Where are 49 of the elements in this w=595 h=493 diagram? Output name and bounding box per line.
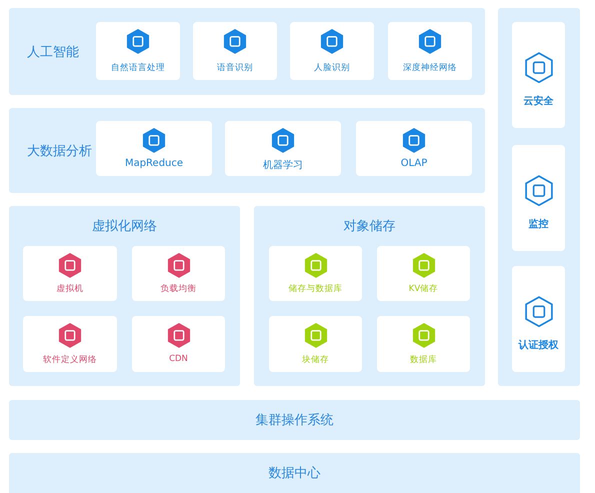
card-label: 机器学习 (262, 158, 304, 172)
card-label: 数据库 (409, 354, 438, 366)
layer-panel (254, 206, 485, 386)
panel-heading: 数据中心 (268, 465, 322, 482)
panel-heading: 人工智能 (27, 44, 79, 60)
card-label: 负载均衡 (160, 283, 198, 295)
service-card (512, 266, 565, 372)
service-card (132, 316, 225, 372)
card-label: 语音识别 (216, 62, 254, 74)
card-label: 监控 (528, 218, 550, 231)
card-label: 储存与数据库 (288, 283, 344, 295)
service-card (290, 22, 374, 80)
card-label: 云安全 (522, 94, 554, 108)
layer-panel (9, 206, 240, 386)
panel-heading: 集群操作系统 (254, 412, 334, 429)
service-card (96, 121, 212, 176)
service-card (269, 316, 362, 372)
layer-panel (9, 453, 580, 493)
card-label: 人脸识别 (313, 62, 351, 74)
service-card (23, 246, 117, 301)
service-card (269, 246, 362, 301)
card-label: KV储存 (408, 283, 440, 295)
card-label: 块储存 (301, 354, 330, 366)
card-label: 虚拟机 (56, 283, 84, 295)
column-panel (498, 8, 580, 386)
card-label: 认证授权 (517, 338, 560, 352)
panel-heading: 虚拟化网络 (91, 218, 158, 235)
service-card (193, 22, 277, 80)
card-label: OLAP (400, 158, 428, 169)
service-card (377, 316, 470, 372)
panel-heading: 大数据分析 (27, 142, 92, 160)
service-card (388, 22, 472, 80)
layer-panel (9, 108, 485, 193)
service-card (377, 246, 470, 301)
card-label: CDN (168, 354, 189, 364)
service-card (512, 145, 565, 251)
service-card (23, 316, 117, 372)
card-label: 软件定义网络 (42, 354, 98, 366)
service-card (512, 22, 565, 128)
service-card (356, 121, 472, 176)
layer-panel (9, 400, 580, 440)
card-label: MapReduce (124, 158, 184, 169)
service-card (132, 246, 225, 301)
card-label: 深度神经网络 (402, 62, 458, 74)
panel-heading: 对象储存 (342, 218, 396, 235)
service-card (96, 22, 180, 80)
service-card (225, 121, 341, 176)
card-label: 自然语言处理 (110, 62, 166, 74)
layer-panel (9, 8, 485, 95)
